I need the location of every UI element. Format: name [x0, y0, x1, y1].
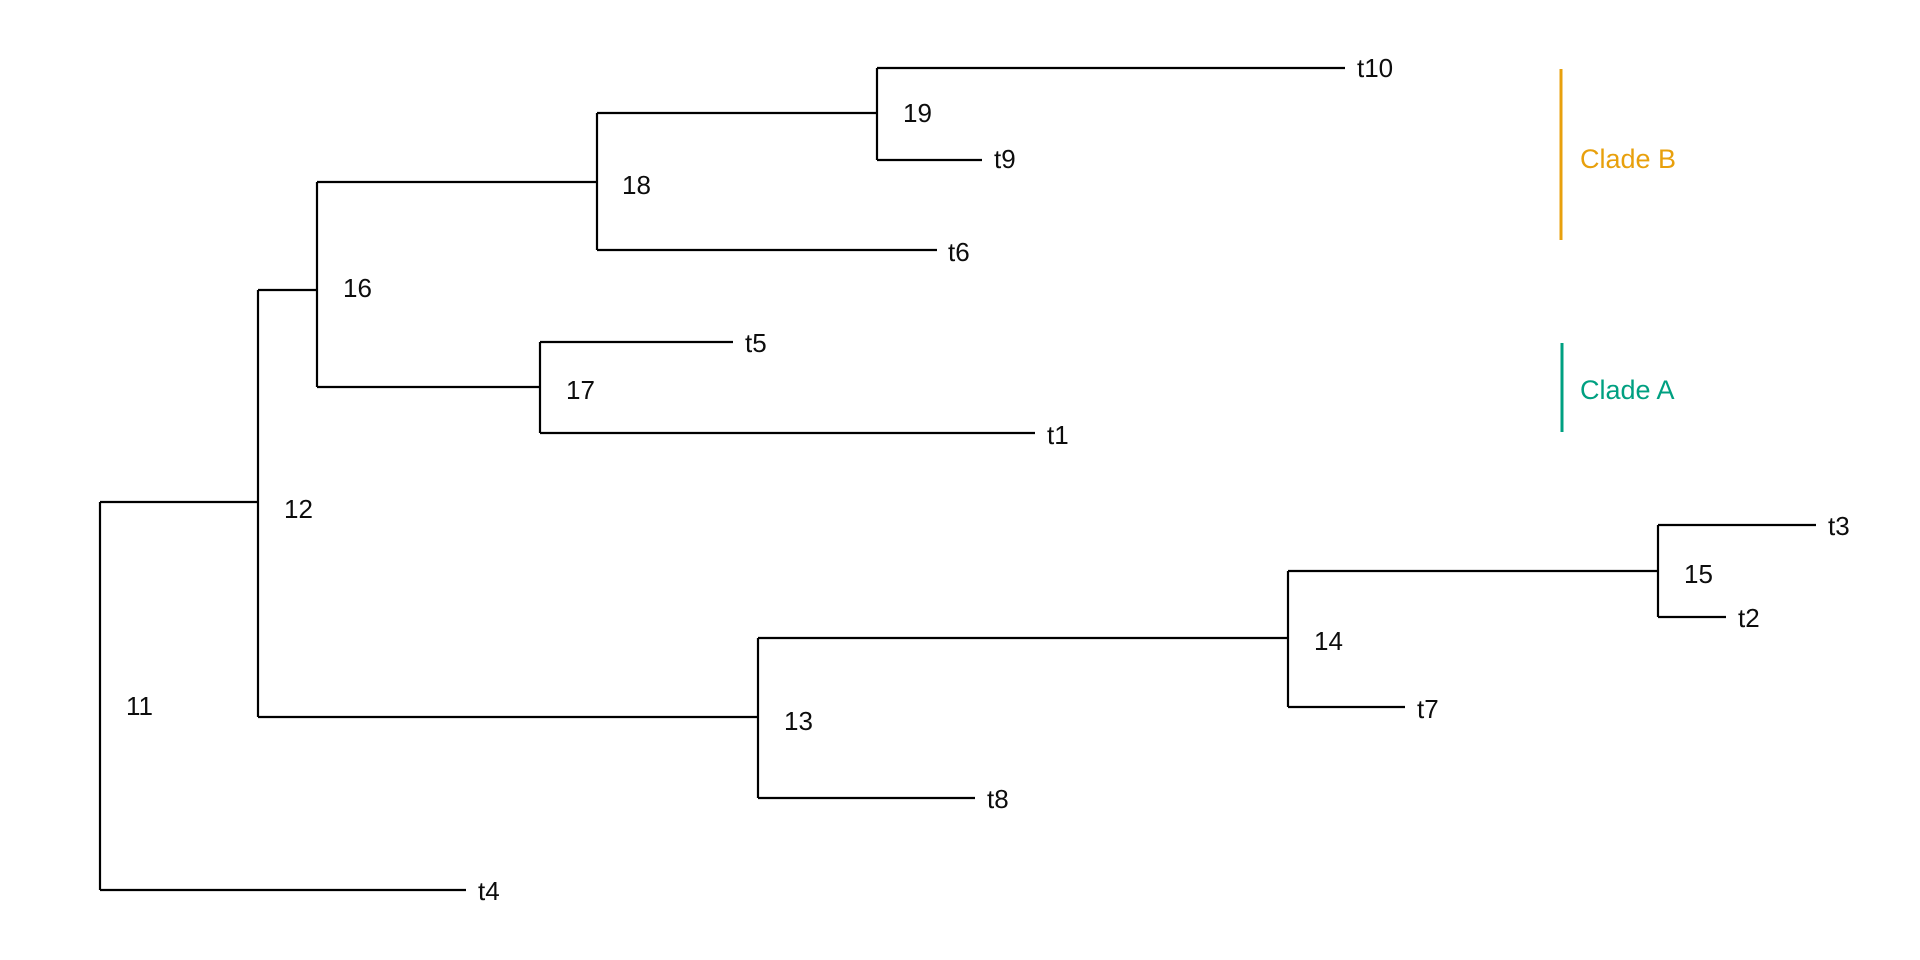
tip-label-t9: t9 — [994, 144, 1016, 174]
tip-label-t3: t3 — [1828, 511, 1850, 541]
clade-annotation-bars — [1559, 69, 1564, 432]
tip-label-t2: t2 — [1738, 603, 1760, 633]
tip-label-t10: t10 — [1357, 53, 1393, 83]
node-label-18: 18 — [622, 170, 651, 200]
tree-branches — [98, 66, 1816, 892]
tip-label-t8: t8 — [987, 784, 1009, 814]
node-label-14: 14 — [1314, 626, 1343, 656]
clade-label-clade-a: Clade A — [1580, 375, 1675, 405]
node-label-13: 13 — [784, 706, 813, 736]
node-label-11: 11 — [126, 691, 153, 721]
clade-label-clade-b: Clade B — [1580, 144, 1676, 174]
node-label-19: 19 — [903, 98, 932, 128]
clade-annotation-labels: Clade B Clade A — [1580, 144, 1676, 405]
tip-label-t4: t4 — [478, 876, 500, 906]
tip-labels: t10 t9 t6 t5 t1 t3 t2 t7 t8 t4 — [478, 53, 1850, 906]
node-label-16: 16 — [343, 273, 372, 303]
internal-node-labels: 11 12 16 18 19 17 13 14 15 — [126, 98, 1713, 736]
node-label-17: 17 — [566, 375, 595, 405]
node-label-15: 15 — [1684, 559, 1713, 589]
node-label-12: 12 — [284, 494, 313, 524]
tip-label-t1: t1 — [1047, 420, 1069, 450]
tip-label-t6: t6 — [948, 237, 970, 267]
tip-label-t7: t7 — [1417, 694, 1439, 724]
tip-label-t5: t5 — [745, 328, 767, 358]
